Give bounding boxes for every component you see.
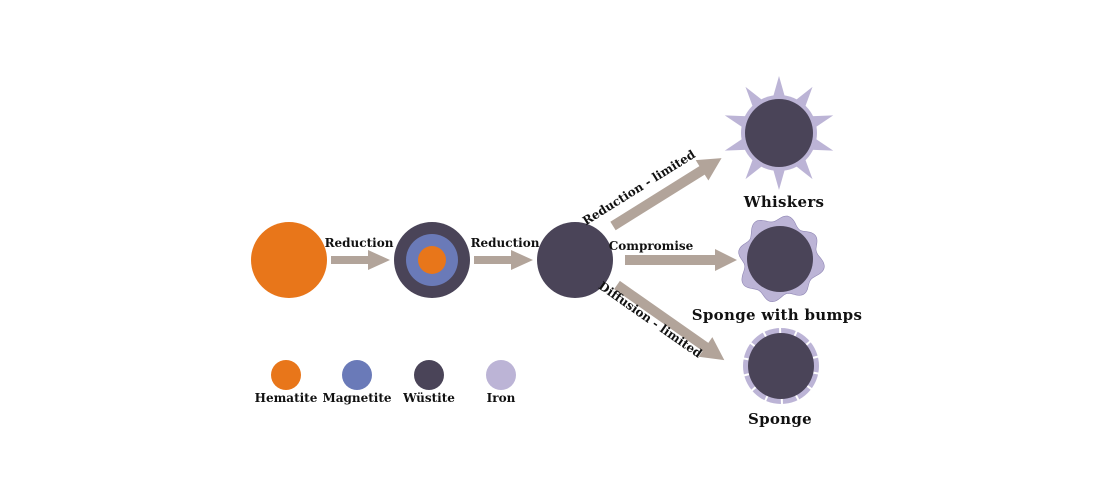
sponge-pore	[793, 330, 799, 337]
diffusion-limited-label: Diffusion - limited	[596, 279, 705, 361]
legend-swatch-hematite	[271, 360, 301, 390]
iron-pores	[742, 326, 820, 406]
whiskers-label: Whiskers	[743, 193, 825, 211]
compromise-arrow	[625, 249, 737, 271]
sponge-pore	[742, 357, 749, 361]
sponge-pore	[762, 330, 767, 338]
whisker-spike	[772, 168, 786, 190]
sponge-pore	[750, 386, 757, 392]
layered-particle-hematite-core	[418, 246, 446, 274]
sponge-pore	[795, 394, 800, 402]
reduction-arrow-2	[474, 250, 533, 270]
sponge-pore	[749, 341, 756, 347]
legend-label-iron: Iron	[487, 391, 516, 405]
whisker-spike	[810, 138, 834, 151]
hematite-particle	[251, 222, 327, 298]
reduction-limited-arrow	[610, 158, 722, 231]
compromise-label: Compromise	[609, 239, 694, 253]
whisker-spike	[724, 138, 748, 151]
reduction-arrow-1	[331, 250, 390, 270]
reduction-label-1: Reduction	[325, 236, 394, 250]
legend: Hematite Magnetite Wüstite Iron	[255, 360, 516, 405]
whiskers-particle	[724, 76, 834, 190]
legend-swatch-magnetite	[342, 360, 372, 390]
sponge-pore	[812, 355, 820, 359]
sponge-label: Sponge	[748, 410, 812, 428]
whisker-spike	[810, 115, 834, 128]
reduction-label-2: Reduction	[471, 236, 540, 250]
sponge-with-bumps-label: Sponge with bumps	[692, 306, 862, 324]
legend-label-wustite: Wüstite	[402, 391, 455, 405]
whisker-spike	[724, 115, 748, 128]
sponge-with-bumps-particle	[738, 215, 825, 303]
sponge-pore	[742, 373, 750, 377]
sponge-pore	[813, 371, 820, 375]
sponge-pore	[805, 340, 812, 346]
sponge-pore	[763, 395, 769, 402]
legend-label-magnetite: Magnetite	[322, 391, 391, 405]
legend-swatch-iron	[486, 360, 516, 390]
diffusion-limited-arrow	[614, 280, 725, 361]
legend-swatch-wustite	[414, 360, 444, 390]
legend-label-hematite: Hematite	[255, 391, 318, 405]
sponge-particle	[742, 326, 820, 406]
sponge-pore	[806, 385, 813, 391]
whisker-spike	[772, 76, 786, 98]
wustite-particle	[537, 222, 613, 298]
